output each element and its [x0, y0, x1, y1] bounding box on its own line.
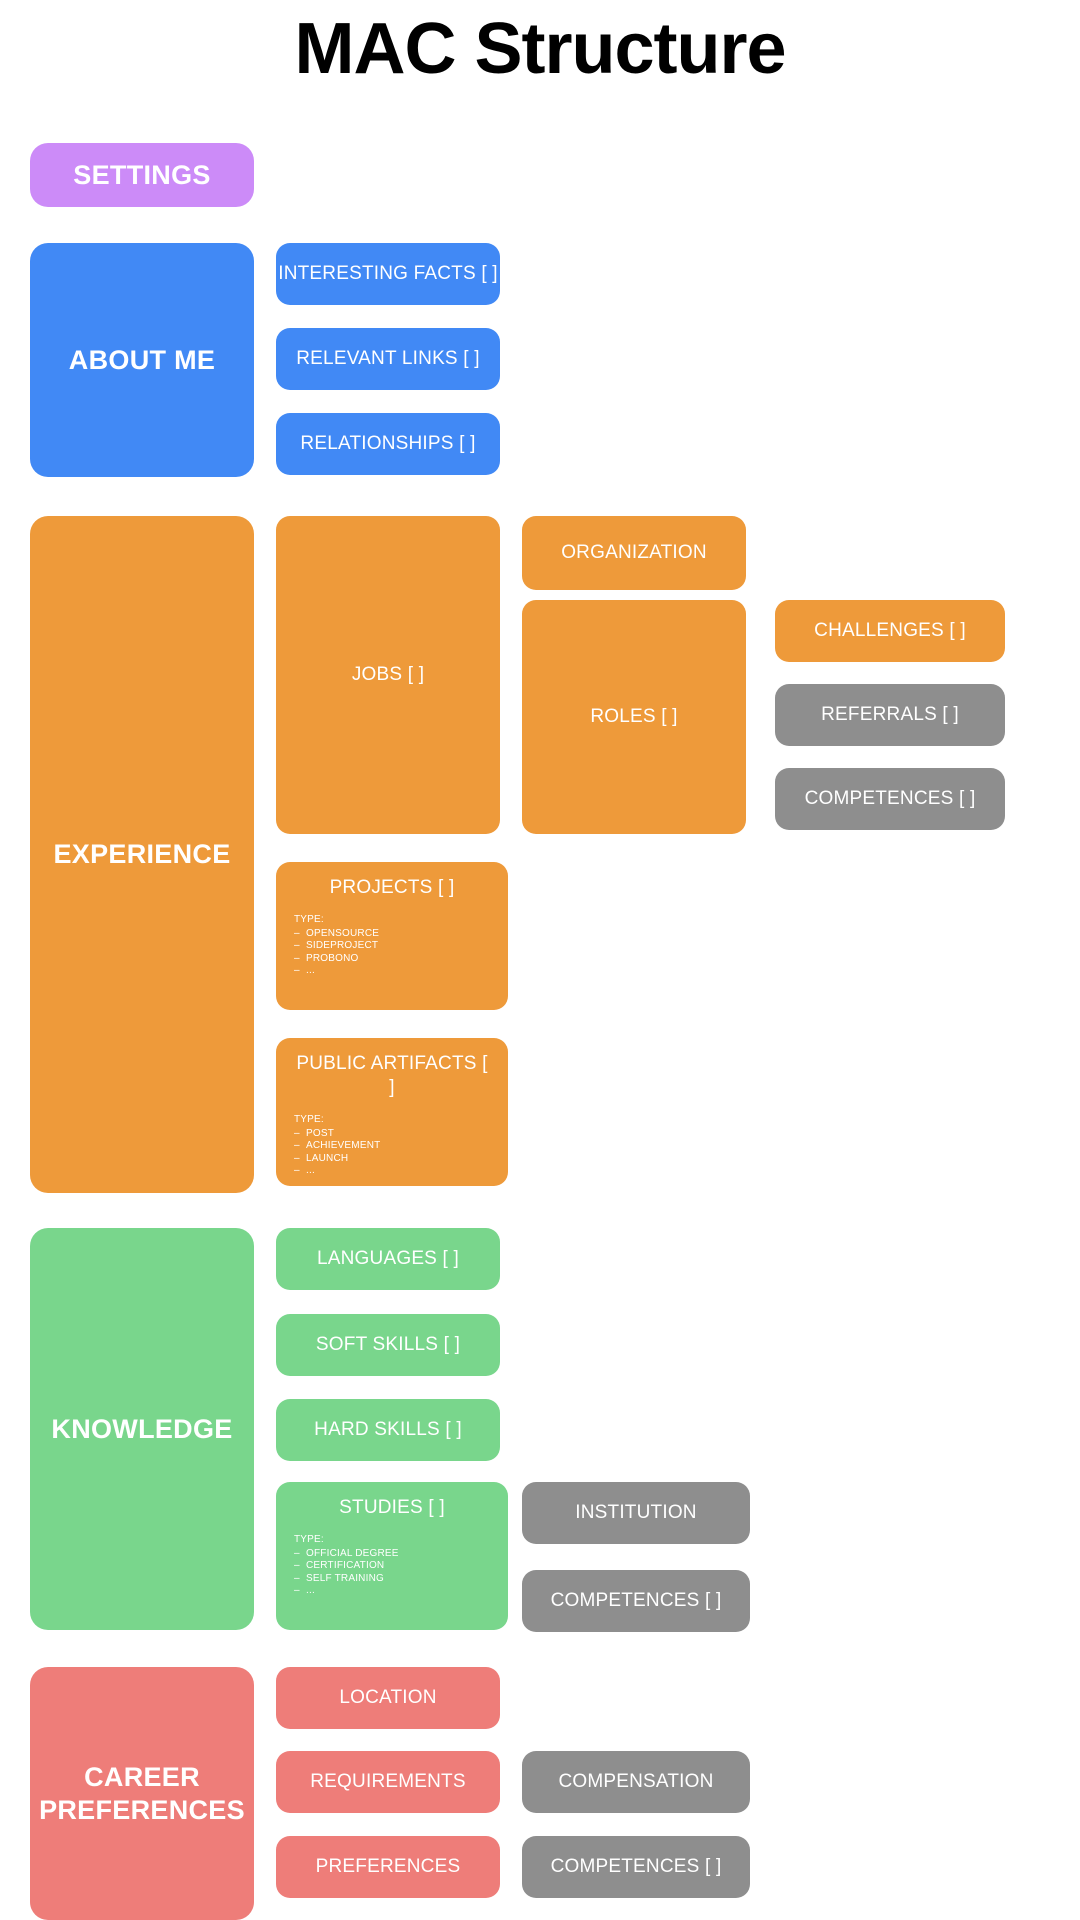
studies-type-block: TYPE: –OFFICIAL DEGREE –CERTIFICATION –S… — [294, 1534, 490, 1598]
card-relationships[interactable]: RELATIONSHIPS [ ] — [276, 413, 500, 475]
card-settings[interactable]: SETTINGS — [30, 143, 254, 207]
card-projects-label: PROJECTS [ ] — [329, 877, 455, 898]
list-item: –SELF TRAINING — [294, 1572, 384, 1584]
card-knowledge-competences-label: COMPETENCES [ ] — [550, 1590, 722, 1611]
card-about-me[interactable]: ABOUT ME — [30, 243, 254, 477]
projects-type-label: TYPE: — [294, 914, 324, 925]
list-item: –OFFICIAL DEGREE — [294, 1547, 399, 1559]
public-artifacts-type-list: –POST –ACHIEVEMENT –LAUNCH –... — [294, 1128, 490, 1178]
card-location-label: LOCATION — [339, 1687, 437, 1708]
card-career-preferences-label: CAREER PREFERENCES — [39, 1761, 245, 1825]
card-institution-label: INSTITUTION — [575, 1502, 697, 1523]
card-settings-label: SETTINGS — [73, 159, 211, 190]
card-languages[interactable]: LANGUAGES [ ] — [276, 1228, 500, 1290]
projects-type-list: –OPENSOURCE –SIDEPROJECT –PROBONO –... — [294, 928, 490, 978]
studies-type-list: –OFFICIAL DEGREE –CERTIFICATION –SELF TR… — [294, 1548, 490, 1598]
card-referrals[interactable]: REFERRALS [ ] — [775, 684, 1005, 746]
list-item: –LAUNCH — [294, 1152, 349, 1164]
card-compensation[interactable]: COMPENSATION — [522, 1751, 750, 1813]
card-location[interactable]: LOCATION — [276, 1667, 500, 1729]
card-experience[interactable]: EXPERIENCE — [30, 516, 254, 1193]
card-organization-label: ORGANIZATION — [561, 542, 707, 563]
card-relationships-label: RELATIONSHIPS [ ] — [300, 433, 476, 454]
card-public-artifacts-label: PUBLIC ARTIFACTS [ ] — [296, 1053, 488, 1098]
page-title: MAC Structure — [294, 9, 786, 89]
card-studies[interactable]: STUDIES [ ] TYPE: –OFFICIAL DEGREE –CERT… — [276, 1482, 508, 1630]
card-experience-label: EXPERIENCE — [53, 839, 231, 869]
card-interesting-facts[interactable]: INTERESTING FACTS [ ] — [276, 243, 500, 305]
card-institution[interactable]: INSTITUTION — [522, 1482, 750, 1544]
card-relevant-links[interactable]: RELEVANT LINKS [ ] — [276, 328, 500, 390]
card-languages-label: LANGUAGES [ ] — [317, 1248, 459, 1269]
projects-type-block: TYPE: –OPENSOURCE –SIDEPROJECT –PROBONO … — [294, 914, 490, 978]
studies-type-label: TYPE: — [294, 1534, 324, 1545]
card-interesting-facts-label: INTERESTING FACTS [ ] — [278, 263, 498, 284]
card-preferences[interactable]: PREFERENCES — [276, 1836, 500, 1898]
card-hard-skills[interactable]: HARD SKILLS [ ] — [276, 1399, 500, 1461]
card-compensation-label: COMPENSATION — [558, 1771, 714, 1792]
list-item: –SIDEPROJECT — [294, 940, 379, 951]
card-preferences-label: PREFERENCES — [315, 1856, 461, 1877]
card-career-competences[interactable]: COMPETENCES [ ] — [522, 1836, 750, 1898]
card-requirements[interactable]: REQUIREMENTS — [276, 1751, 500, 1813]
list-item: –... — [294, 965, 315, 976]
list-item: –CERTIFICATION — [294, 1560, 385, 1571]
public-artifacts-type-block: TYPE: –POST –ACHIEVEMENT –LAUNCH –... — [294, 1114, 490, 1178]
list-item: –... — [294, 1585, 315, 1596]
card-knowledge[interactable]: KNOWLEDGE — [30, 1228, 254, 1630]
card-hard-skills-label: HARD SKILLS [ ] — [314, 1419, 462, 1440]
card-about-me-label: ABOUT ME — [68, 344, 216, 375]
card-jobs[interactable]: JOBS [ ] — [276, 516, 500, 834]
card-challenges[interactable]: CHALLENGES [ ] — [775, 600, 1005, 662]
card-challenges-label: CHALLENGES [ ] — [814, 620, 966, 641]
card-knowledge-competences[interactable]: COMPETENCES [ ] — [522, 1570, 750, 1632]
card-roles[interactable]: ROLES [ ] — [522, 600, 746, 834]
card-requirements-label: REQUIREMENTS — [310, 1771, 466, 1792]
list-item: –ACHIEVEMENT — [294, 1140, 381, 1151]
card-soft-skills[interactable]: SOFT SKILLS [ ] — [276, 1314, 500, 1376]
card-jobs-label: JOBS [ ] — [351, 664, 425, 685]
card-relevant-links-label: RELEVANT LINKS [ ] — [296, 348, 480, 369]
card-experience-competences[interactable]: COMPETENCES [ ] — [775, 768, 1005, 830]
list-item: –OPENSOURCE — [294, 927, 380, 939]
card-projects[interactable]: PROJECTS [ ] TYPE: –OPENSOURCE –SIDEPROJ… — [276, 862, 508, 1010]
card-knowledge-label: KNOWLEDGE — [51, 1413, 233, 1444]
card-career-preferences[interactable]: CAREER PREFERENCES — [30, 1667, 254, 1920]
card-roles-label: ROLES [ ] — [590, 706, 678, 727]
public-artifacts-type-label: TYPE: — [294, 1114, 324, 1125]
card-public-artifacts[interactable]: PUBLIC ARTIFACTS [ ] TYPE: –POST –ACHIEV… — [276, 1038, 508, 1186]
card-studies-label: STUDIES [ ] — [339, 1497, 445, 1518]
card-organization[interactable]: ORGANIZATION — [522, 516, 746, 590]
card-career-competences-label: COMPETENCES [ ] — [550, 1856, 722, 1877]
card-referrals-label: REFERRALS [ ] — [821, 704, 959, 725]
list-item: –POST — [294, 1127, 335, 1139]
card-experience-competences-label: COMPETENCES [ ] — [804, 788, 976, 809]
list-item: –... — [294, 1165, 315, 1176]
list-item: –PROBONO — [294, 952, 359, 964]
card-soft-skills-label: SOFT SKILLS [ ] — [315, 1334, 461, 1355]
